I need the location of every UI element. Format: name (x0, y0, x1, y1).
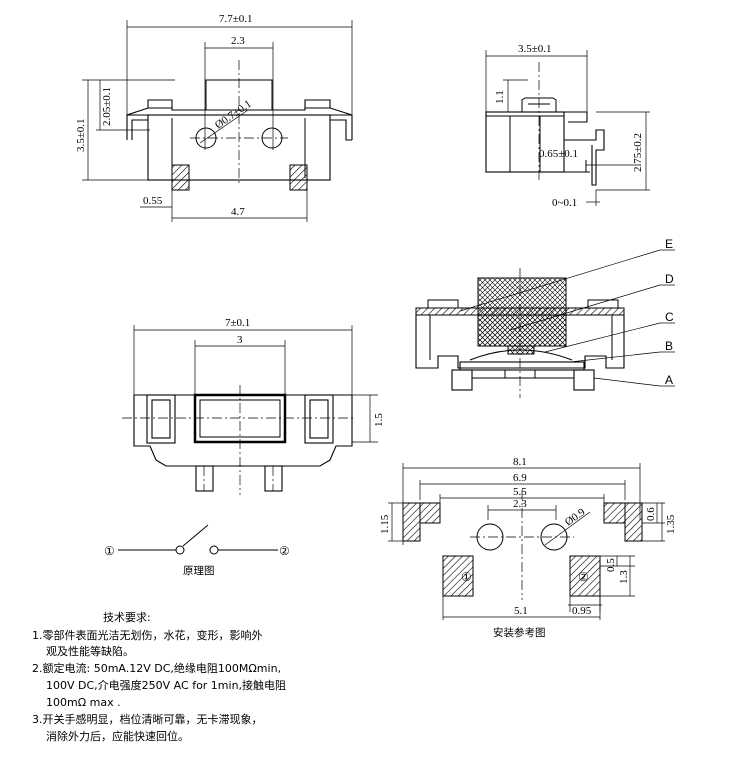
pin-2-label: ② (279, 544, 290, 558)
dim-front-width: 7±0.1 (225, 317, 250, 329)
dim-top-stem: 2.05±0.1 (101, 87, 113, 126)
dim-fp-pad2-len: 0.95 (572, 605, 592, 617)
schematic-caption: 原理图 (183, 565, 215, 577)
pad-number-2: ② (578, 570, 589, 584)
label-c: C (665, 310, 674, 324)
dim-fp-span: 5.1 (514, 605, 528, 617)
dim-front-height: 1.5 (373, 413, 385, 427)
note-line-3: 2.额定电流: 50mA.12V DC,绝缘电阻100MΩmin, (32, 662, 282, 675)
dim-side-height: 2.75±0.2 (632, 133, 644, 172)
dim-fp-y: 1.35 (665, 514, 677, 534)
dim-side-lead: 0.65±0.1 (539, 148, 578, 160)
dim-fp-total: 8.1 (513, 456, 527, 468)
note-line-7: 消除外力后，应能快速回位。 (46, 730, 189, 743)
dim-fp-pad-w: 0.6 (645, 507, 657, 521)
label-a: A (665, 373, 673, 387)
section-view (415, 249, 675, 398)
footprint-view (388, 463, 665, 620)
footprint-caption: 安装参考图 (493, 626, 546, 639)
dim-side-gap: 0~0.1 (552, 197, 577, 209)
label-e: E (665, 237, 673, 251)
dim-top-width: 7.7±0.1 (219, 13, 253, 25)
note-line-6: 3.开关手感明显，档位清晰可靠，无卡滞现象， (32, 713, 263, 726)
dim-fp-pad2-h: 1.3 (618, 570, 630, 584)
dim-top-span: 4.7 (231, 206, 245, 218)
top-view (82, 20, 353, 222)
dim-fp-inner: 5.5 (513, 486, 527, 498)
dim-top-height: 3.5±0.1 (75, 118, 87, 152)
dim-fp-hole-dia: Ø0.9 (563, 506, 588, 529)
dim-top-lead: 0.55 (143, 195, 163, 207)
label-b: B (665, 339, 673, 353)
dim-side-width: 3.5±0.1 (518, 43, 552, 55)
dim-front-button: 3 (237, 334, 243, 346)
dim-top-pitch: 2.3 (231, 35, 245, 47)
note-line-1: 1.零部件表面光洁无划伤，水花，变形，影响外 (32, 629, 263, 642)
front-view (122, 325, 378, 495)
switch-schematic (118, 524, 278, 555)
dim-side-stem: 1.1 (494, 90, 506, 104)
dim-fp-holes: 2.3 (513, 498, 527, 510)
note-line-2: 观及性能等缺陷。 (46, 645, 134, 658)
pad-number-1: ① (461, 570, 472, 584)
note-line-5: 100mΩ max . (46, 696, 121, 709)
note-line-4: 100V DC,介电强度250V AC for 1min,接触电阻 (46, 679, 287, 692)
dim-fp-pad-h: 1.15 (379, 514, 391, 534)
notes-title: 技术要求: (103, 611, 151, 624)
dim-fp-outer: 6.9 (513, 472, 527, 484)
side-view (485, 50, 650, 206)
label-d: D (665, 272, 674, 286)
pin-1-label: ① (104, 544, 115, 558)
dim-fp-pad2-w: 0.5 (605, 558, 617, 572)
